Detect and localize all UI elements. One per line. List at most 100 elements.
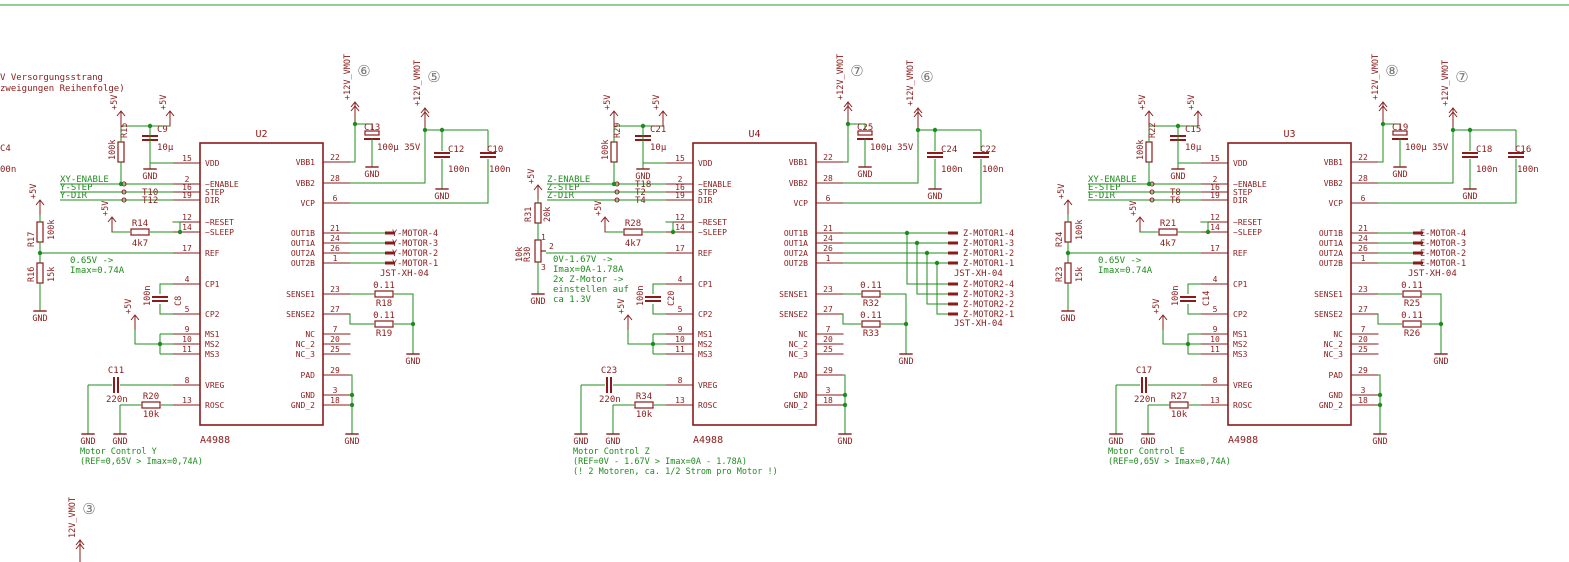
pin-number: 13 bbox=[1210, 396, 1220, 405]
pin-number: 1 bbox=[826, 254, 831, 263]
cp-wire bbox=[652, 283, 666, 294]
pin-number: 5 bbox=[678, 305, 683, 314]
gnd-label: GND bbox=[573, 437, 588, 447]
cap-name: C14 bbox=[1202, 291, 1212, 306]
pin-number: 17 bbox=[675, 244, 685, 253]
pin-name: CP1 bbox=[1233, 280, 1248, 289]
res-name: R14 bbox=[132, 219, 148, 229]
pin-name: GND bbox=[1329, 391, 1344, 400]
cap-name: C25 bbox=[857, 123, 873, 133]
pin-number: 18 bbox=[330, 396, 340, 405]
supply-arrow bbox=[1063, 199, 1073, 206]
motor-net-label: E-MOTOR-4 bbox=[1420, 229, 1466, 239]
connector-pin bbox=[385, 261, 395, 265]
res-name: R17 bbox=[27, 232, 37, 247]
vbb-wire bbox=[1378, 124, 1384, 163]
gnd-label: GND bbox=[142, 172, 157, 182]
vbb-wire bbox=[843, 124, 849, 163]
cap-value: 100n bbox=[448, 165, 470, 175]
res-value: 10k bbox=[143, 410, 160, 420]
pin-name: NC bbox=[305, 330, 315, 339]
junction-dot bbox=[1438, 321, 1444, 327]
supply-arrow bbox=[1144, 110, 1154, 117]
gnd-label: GND bbox=[344, 437, 359, 447]
supply-arrow bbox=[600, 216, 610, 223]
testpoint bbox=[121, 197, 127, 203]
pin-name: ~SLEEP bbox=[698, 228, 727, 237]
testpoint bbox=[1149, 189, 1155, 195]
res-name: R31 bbox=[524, 207, 534, 222]
gnd-label: GND bbox=[405, 357, 420, 367]
gnd-label: GND bbox=[1170, 172, 1185, 182]
resistor-body bbox=[1402, 290, 1422, 298]
gnd-label: GND bbox=[857, 170, 872, 180]
pin-name: VCP bbox=[1329, 199, 1344, 208]
pin-number: 19 bbox=[182, 191, 192, 200]
motor-net-label: E-MOTOR-2 bbox=[1420, 249, 1466, 259]
pin-name: NC_3 bbox=[789, 350, 808, 359]
vmot-arrow bbox=[350, 101, 360, 108]
junction-dot bbox=[1380, 121, 1386, 127]
gnd-label: GND bbox=[927, 192, 942, 202]
pin-number: 23 bbox=[330, 285, 340, 294]
supply-label: +5V bbox=[1057, 184, 1067, 199]
pin-number: 1 bbox=[333, 254, 338, 263]
supply-arrow bbox=[130, 314, 140, 321]
supply-arrow bbox=[165, 110, 175, 117]
pin-number: 22 bbox=[330, 153, 340, 162]
pin-number: 2 bbox=[1213, 175, 1218, 184]
junction-dot bbox=[157, 341, 163, 347]
cap-name: C24 bbox=[941, 145, 957, 155]
junction-dot bbox=[177, 229, 183, 235]
testpoint bbox=[121, 189, 127, 195]
res-value: 10k bbox=[636, 410, 653, 420]
res-value: 20k bbox=[543, 207, 553, 222]
junction-dot bbox=[903, 321, 909, 327]
pin-number: 25 bbox=[330, 345, 340, 354]
res-name: R25 bbox=[1404, 299, 1420, 309]
pin-name: MS3 bbox=[698, 350, 713, 359]
signal-label: Y-DIR bbox=[60, 191, 88, 201]
pin-name: NC_3 bbox=[1324, 350, 1343, 359]
junction-dot bbox=[915, 127, 921, 133]
pin-number: 6 bbox=[1361, 194, 1366, 203]
junction-dot bbox=[670, 229, 676, 235]
motor-net-label: E-MOTOR-3 bbox=[1420, 239, 1466, 249]
junction-dot bbox=[1065, 250, 1071, 256]
supply-label: +5V bbox=[124, 299, 134, 314]
pin-name: MS3 bbox=[205, 350, 220, 359]
motor2-wire bbox=[936, 263, 948, 315]
pin-name: ROSC bbox=[1233, 401, 1252, 410]
cap-name: C13 bbox=[364, 123, 380, 133]
res-value: 100k bbox=[1136, 140, 1146, 160]
pin-number: 9 bbox=[185, 325, 190, 334]
pin-number: 8 bbox=[1213, 376, 1218, 385]
chip-family: A4988 bbox=[200, 435, 230, 446]
pin-name: VDD bbox=[698, 159, 713, 168]
elco-plate bbox=[857, 130, 873, 136]
signal-label: XY-ENABLE bbox=[1088, 175, 1137, 185]
cap-value: 100n bbox=[982, 165, 1004, 175]
gnd-label: GND bbox=[80, 437, 95, 447]
res-name: R22 bbox=[1148, 123, 1158, 138]
pin-number: 15 bbox=[675, 154, 685, 163]
cp-wire bbox=[159, 304, 173, 315]
motor-net-label: Z-MOTOR1-4 bbox=[963, 229, 1014, 239]
junction-dot bbox=[1450, 127, 1456, 133]
gnd-label: GND bbox=[898, 357, 913, 367]
pin-number: 14 bbox=[675, 223, 685, 232]
pin-number: 27 bbox=[823, 305, 833, 314]
connector-pin bbox=[948, 292, 958, 296]
ref-note: Imax=0.74A bbox=[70, 266, 125, 276]
vmot-arrow bbox=[1378, 105, 1388, 112]
pot-pin: 1 bbox=[541, 233, 546, 242]
chip-family: A4988 bbox=[693, 435, 723, 446]
pin-number: 12 bbox=[675, 213, 685, 222]
pin-number: 5 bbox=[1213, 305, 1218, 314]
ref-note: Imax=0A-1.78A bbox=[553, 265, 624, 275]
pin-name: DIR bbox=[205, 196, 220, 205]
pin-number: 18 bbox=[823, 396, 833, 405]
pin-name: VBB1 bbox=[296, 158, 315, 167]
pin-name: SENSE1 bbox=[286, 290, 315, 299]
junction-dot bbox=[932, 127, 938, 133]
